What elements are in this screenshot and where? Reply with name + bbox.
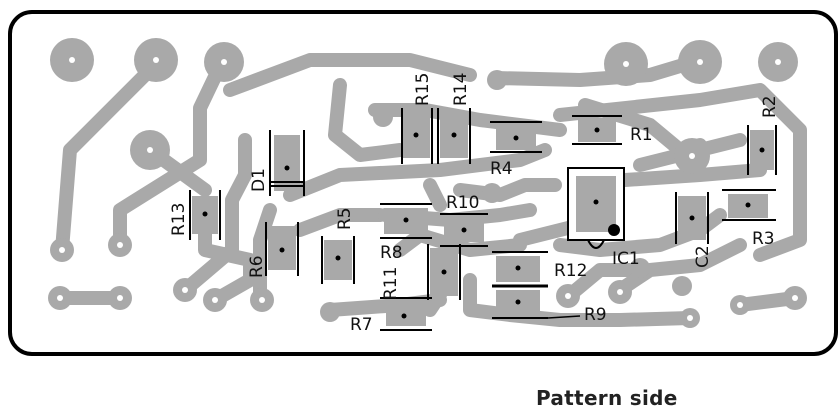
label-r13: R13 <box>169 203 189 236</box>
footprint-r12 <box>492 251 548 288</box>
label-r14: R14 <box>451 73 471 106</box>
footprint-r13 <box>189 190 221 240</box>
label-r9: R9 <box>584 305 607 325</box>
label-r2: R2 <box>760 95 780 118</box>
label-r12: R12 <box>554 261 587 281</box>
footprint-r2 <box>747 125 777 175</box>
footprint-r11 <box>427 244 461 300</box>
footprint-r9 <box>492 290 581 319</box>
label-r1: R1 <box>630 125 653 145</box>
footprint-r6 <box>265 222 299 276</box>
footprint-d1 <box>269 130 305 196</box>
footprint-c2 <box>675 192 709 244</box>
caption: Pattern side <box>536 386 678 410</box>
footprint-r5 <box>321 236 355 284</box>
footprint-r3 <box>722 189 776 221</box>
footprint-ic1 <box>567 167 625 249</box>
footprint-r4 <box>490 121 542 153</box>
footprint-r14-r15 <box>401 108 471 164</box>
label-r10: R10 <box>446 193 479 213</box>
label-r11: R11 <box>381 267 401 300</box>
label-r5: R5 <box>335 207 355 230</box>
label-r15: R15 <box>413 73 433 106</box>
label-d1: D1 <box>249 168 269 192</box>
label-r4: R4 <box>490 159 513 179</box>
component-labels: R1 R2 R3 R4 R5 R6 R7 R8 R9 R10 R11 R12 R… <box>169 73 780 335</box>
component-footprints <box>189 108 777 331</box>
label-r7: R7 <box>350 315 373 335</box>
footprint-r8 <box>380 203 432 239</box>
label-r6: R6 <box>247 255 267 278</box>
footprint-r7 <box>380 297 432 331</box>
label-r8: R8 <box>380 243 403 263</box>
label-r3: R3 <box>752 229 775 249</box>
drill-holes <box>57 57 798 321</box>
footprint-r1 <box>572 115 622 145</box>
label-c2: C2 <box>693 245 713 268</box>
label-ic1: IC1 <box>612 249 640 269</box>
footprint-r10 <box>440 213 488 247</box>
